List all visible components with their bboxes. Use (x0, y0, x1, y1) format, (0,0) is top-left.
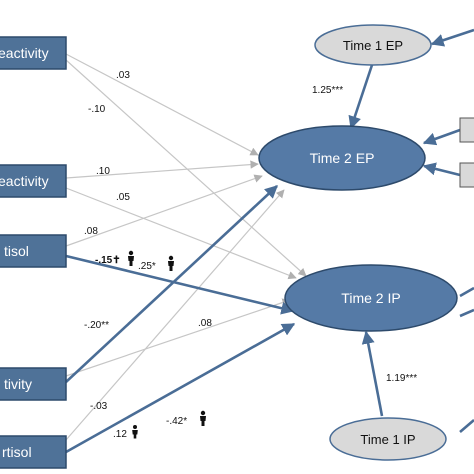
predictor-box-3: tisol (0, 234, 67, 268)
path-edge-ep-1 (422, 128, 461, 146)
coef-p5-ep-extra: .12 (113, 429, 127, 440)
predictor-box-5: rtisol (0, 435, 67, 469)
time2-ep-node: Time 2 EP (258, 125, 426, 191)
coef-t1ip: 1.19*** (386, 373, 417, 384)
time1-ip-node: Time 1 IP (329, 417, 447, 461)
coef-t1ep: 1.25*** (312, 85, 343, 96)
path-t1ep-to-ep (348, 64, 374, 130)
coef-p5-ep: -.03 (90, 401, 108, 412)
path-p1-to-ep (65, 53, 259, 156)
path-edge-t1ep (430, 28, 474, 47)
path-p5-to-ip (65, 322, 296, 454)
path-p4-to-ep (65, 185, 278, 383)
predictor-label-1: eactivity (0, 45, 49, 61)
path-p5-to-ep (65, 189, 285, 441)
predictor-label-5: rtisol (2, 444, 32, 460)
predictor-label-3: tisol (4, 243, 29, 259)
coef-p3-ip-extra: .25* (138, 261, 156, 272)
coef-p1-ep: .03 (116, 70, 130, 81)
coef-p2-ip: .05 (116, 192, 130, 203)
predictor-box-2: eactivity (0, 164, 67, 198)
coef-p1-ip: -.10 (88, 104, 106, 115)
time2-ip-node: Time 2 IP (284, 264, 458, 332)
right-box-1 (459, 117, 474, 143)
person-icon (132, 425, 138, 439)
right-box-2 (459, 162, 474, 188)
path-edge-ip-1 (459, 286, 474, 298)
path-p4-to-ip (65, 298, 291, 377)
time2-ep-label: Time 2 EP (310, 150, 375, 166)
person-icon (200, 410, 206, 426)
path-p2-to-ep (65, 160, 259, 179)
coef-p3-ep: .08 (84, 226, 98, 237)
person-icon (128, 250, 134, 266)
path-p3-to-ip (65, 254, 295, 315)
time1-ep-label: Time 1 EP (343, 38, 403, 53)
time1-ip-label: Time 1 IP (360, 432, 415, 447)
path-edge-ep-2 (422, 162, 461, 177)
path-edge-ip-2 (459, 308, 474, 318)
path-p2-to-ip (65, 187, 297, 280)
coef-p5-ip: -.42* (166, 416, 187, 427)
coef-p3-ip: -.15✝ (95, 255, 121, 266)
coef-p4-ep: -.20** (84, 320, 109, 331)
coef-p4-ip: .08 (198, 318, 212, 329)
predictor-box-1: eactivity (0, 36, 67, 70)
person-icon (168, 255, 174, 271)
time1-ep-node: Time 1 EP (314, 24, 432, 66)
predictor-label-2: eactivity (0, 173, 49, 189)
predictor-box-4: tivity (0, 367, 67, 401)
path-edge-t1ip (459, 419, 474, 433)
path-t1ip-to-ip (361, 330, 384, 417)
coef-p2-ep: .10 (96, 166, 110, 177)
time2-ip-label: Time 2 IP (341, 290, 400, 306)
path-p3-to-ep (65, 174, 263, 247)
predictor-label-4: tivity (4, 376, 32, 392)
path-p1-to-ip (65, 59, 307, 277)
